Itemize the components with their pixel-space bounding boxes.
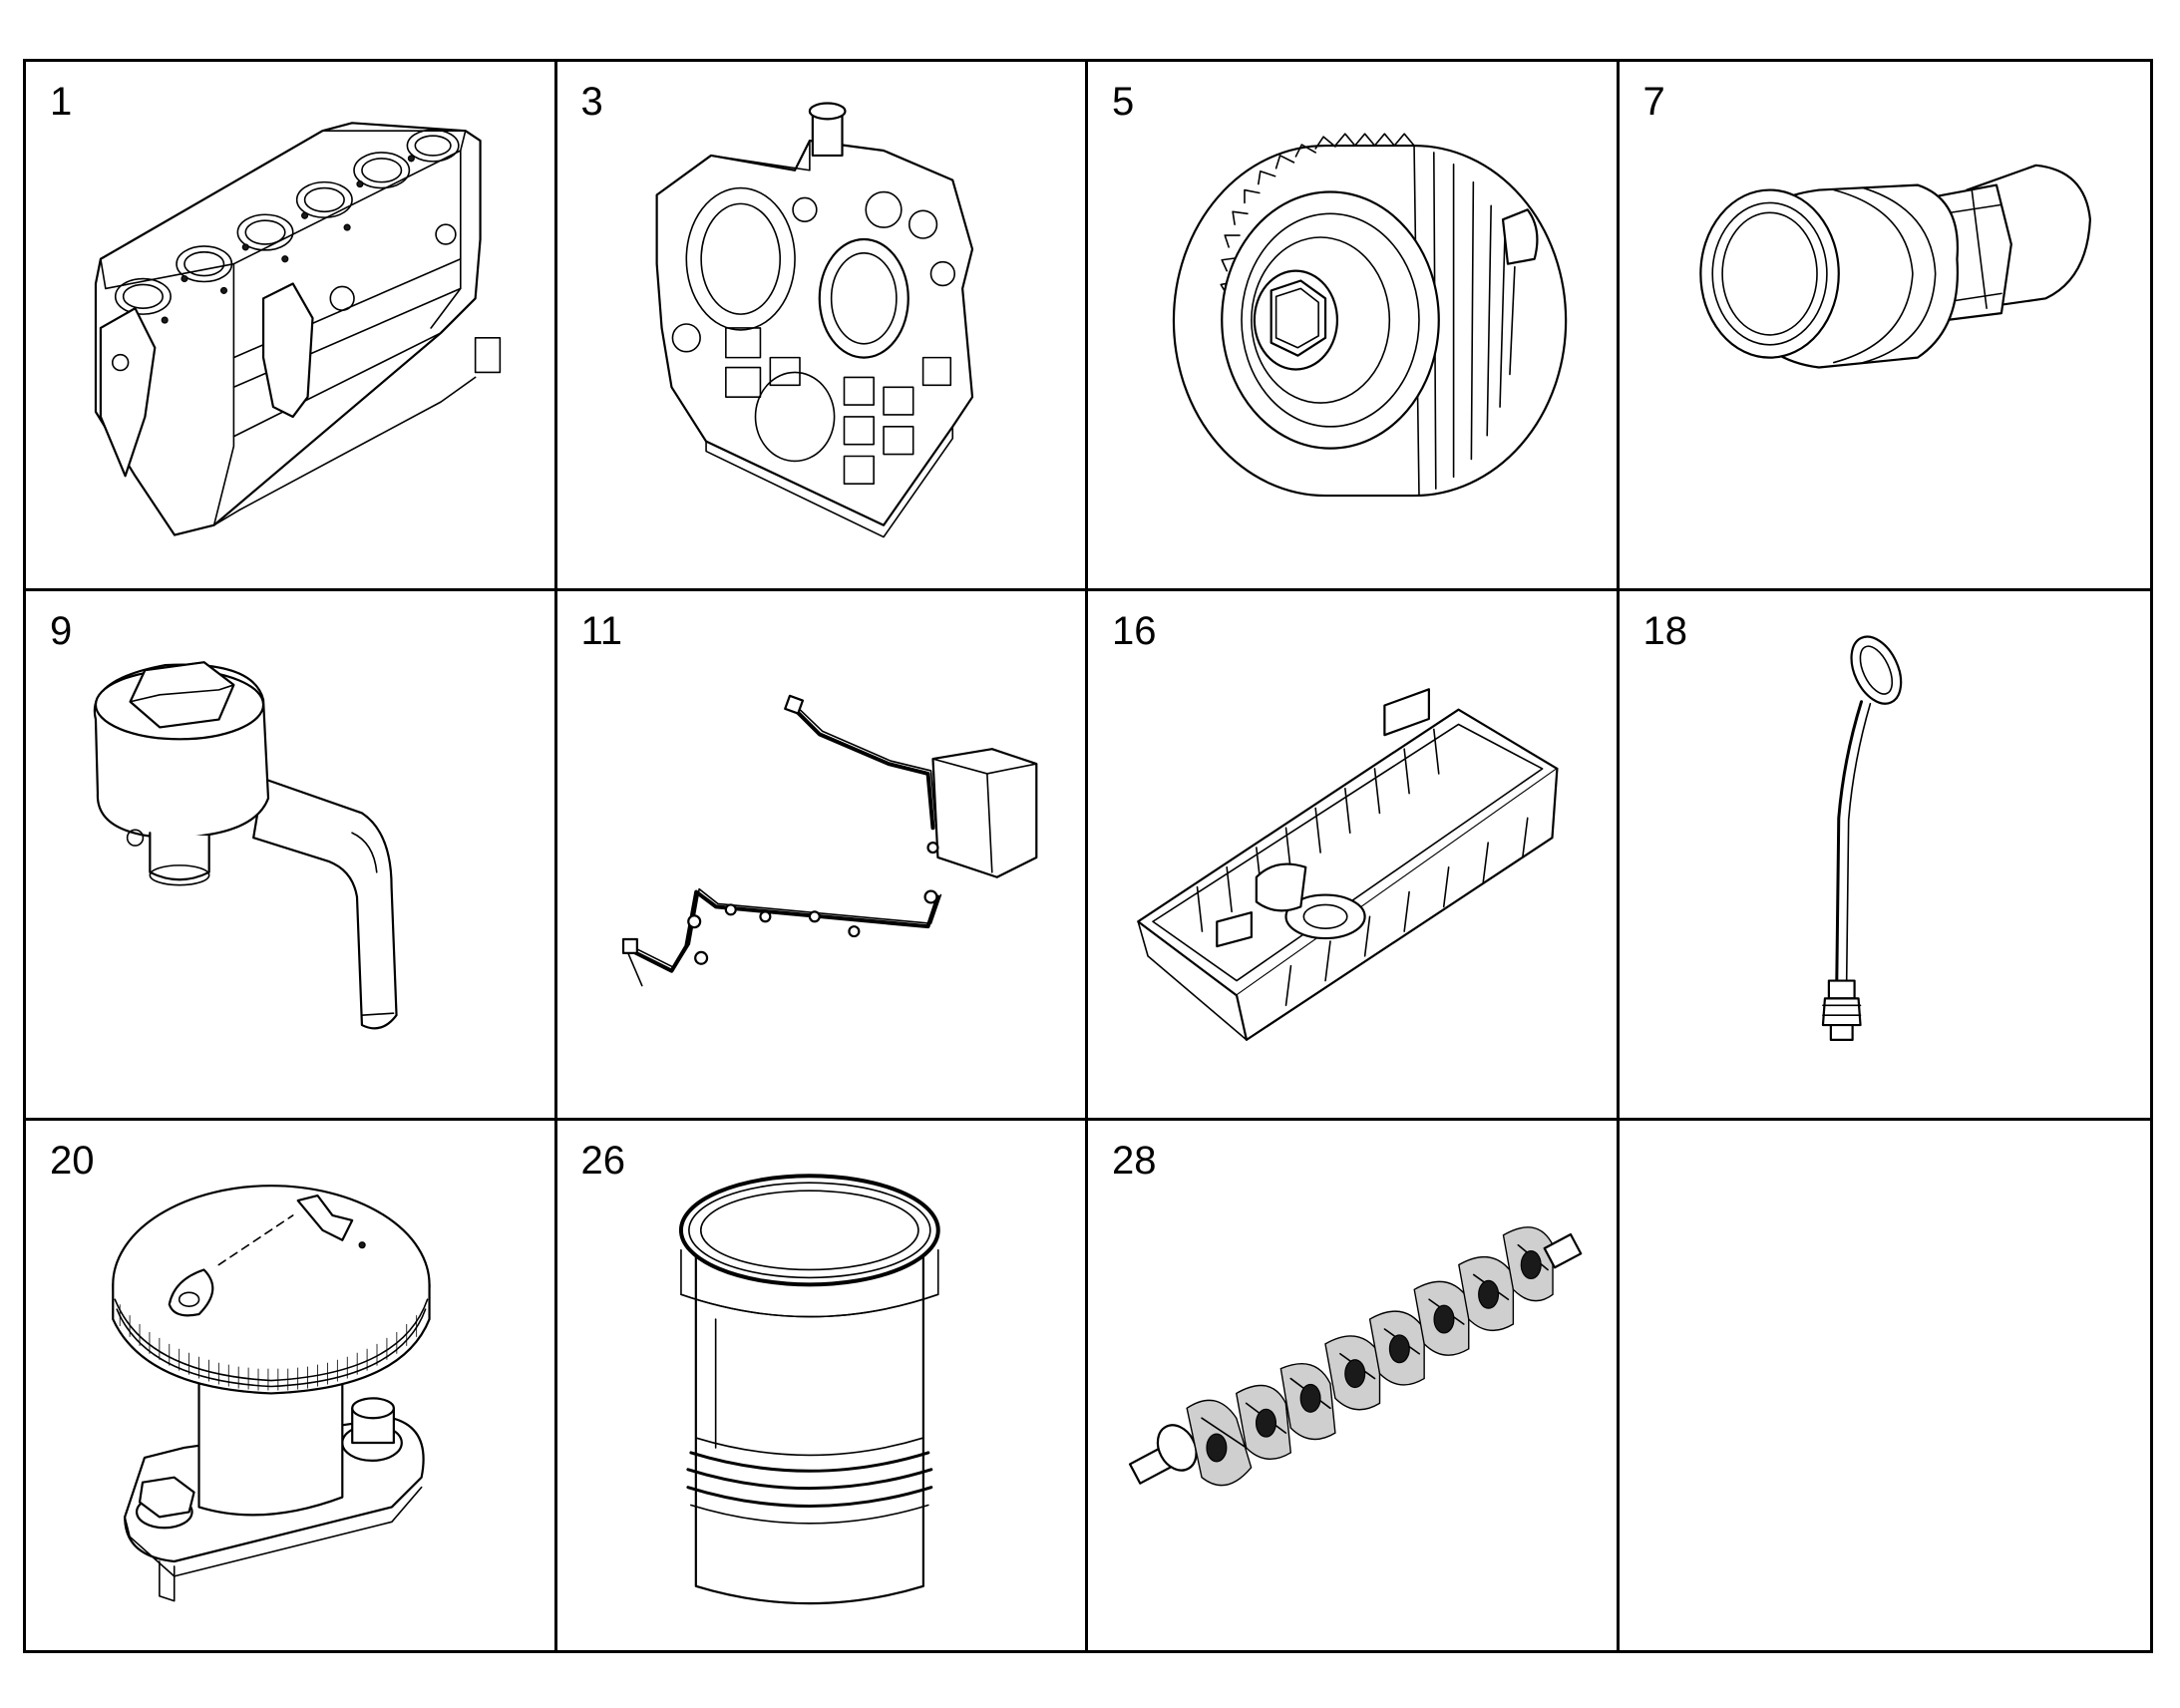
part-cell-7[interactable]: 7	[1619, 62, 2151, 591]
part-cell-20[interactable]: 20	[26, 1121, 557, 1650]
wiring-harness-icon	[557, 591, 1086, 1118]
part-cell-9[interactable]: 9	[26, 591, 557, 1121]
part-number: 26	[580, 1139, 626, 1183]
part-number: 5	[1112, 80, 1135, 124]
part-number: 18	[1642, 609, 1688, 653]
part-cell-3[interactable]: 3	[556, 62, 1088, 591]
part-number: 3	[580, 80, 603, 124]
part-cell-16[interactable]: 16	[1088, 591, 1620, 1121]
gear-icon	[1088, 62, 1617, 588]
oil-filler-cap-icon	[26, 1121, 554, 1650]
part-cell-28[interactable]: 28	[1088, 1121, 1620, 1650]
crankshaft-icon	[1088, 1121, 1617, 1650]
part-number: 9	[50, 609, 73, 653]
parts-grid: 1	[23, 59, 2153, 1653]
part-number: 1	[50, 80, 73, 124]
dipstick-icon	[1620, 591, 2151, 1118]
part-cell-5[interactable]: 5	[1088, 62, 1620, 591]
empty-cell	[1620, 1121, 2151, 1650]
part-number: 28	[1112, 1139, 1157, 1183]
part-cell-18[interactable]: 18	[1619, 591, 2151, 1121]
part-cell-11[interactable]: 11	[556, 591, 1088, 1121]
part-number: 11	[580, 609, 623, 653]
part-cell-26[interactable]: 26	[557, 1121, 1088, 1650]
part-cell-1[interactable]: 1	[26, 62, 557, 591]
cylinder-block-icon	[26, 62, 554, 588]
timing-case-icon	[557, 62, 1086, 588]
cylinder-liner-icon	[557, 1121, 1086, 1650]
oil-pan-icon	[1088, 591, 1617, 1118]
part-number: 20	[50, 1139, 95, 1183]
part-number: 7	[1642, 80, 1665, 124]
union-fitting-icon	[1620, 62, 2151, 588]
part-number: 16	[1112, 609, 1157, 653]
piston-cooling-nozzle-icon	[26, 591, 554, 1118]
